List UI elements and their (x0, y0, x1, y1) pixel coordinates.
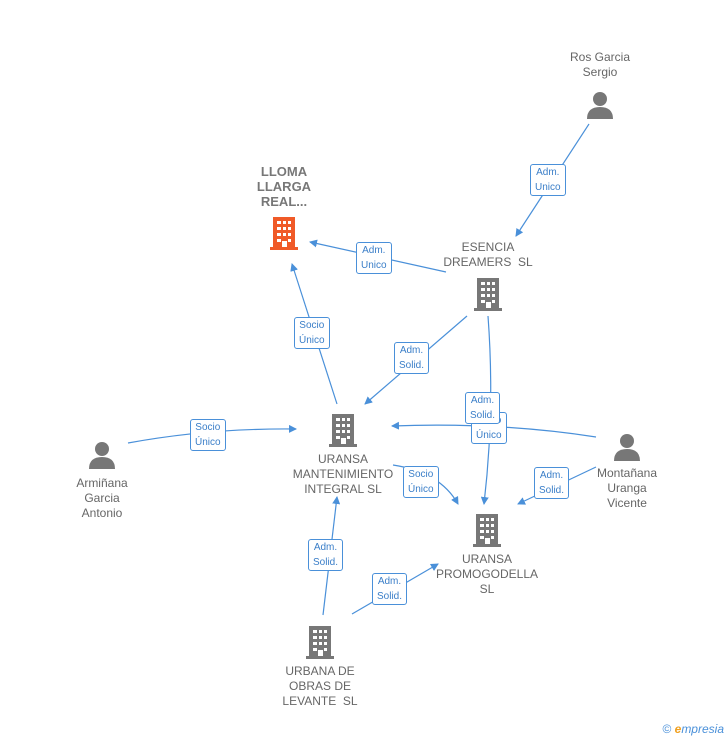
node-label-urbana: URBANA DE OBRAS DE LEVANTE SL (282, 664, 358, 708)
node-label-monta: Montañana Uranga Vicente (596, 466, 658, 510)
building-icon (306, 626, 334, 659)
node-label-esencia: ESENCIA DREAMERS SL (443, 240, 533, 269)
brand-logo-text: mpresia (681, 722, 724, 736)
person-icon (587, 92, 613, 119)
node-label-armi: Armiñana Garcia Antonio (76, 476, 128, 520)
edge-label-esencia-promo[interactable]: Adm. Solid. (465, 392, 501, 424)
node-label-lloma: LLOMA LLARGA REAL... (256, 164, 312, 209)
node-ros-garcia[interactable]: Ros Garcia Sergio (550, 50, 650, 120)
person-icon (614, 434, 640, 461)
building-icon (473, 514, 501, 547)
copyright-symbol: © (662, 722, 672, 736)
brand-logo-e: e (674, 722, 682, 736)
brand-footer[interactable]: © empresia (662, 722, 724, 736)
building-icon (474, 278, 502, 311)
edge-label-urbana-promo[interactable]: Adm. Solid. (372, 573, 408, 605)
node-label-uransa-promo: URANSA PROMOGODELLA SL (435, 552, 539, 596)
node-urbana-obras[interactable]: URBANA DE OBRAS DE LEVANTE SL (260, 624, 380, 709)
edge-label-mant-lloma[interactable]: Socio Único (294, 317, 330, 349)
edge-label-urbana-mant[interactable]: Adm. Solid. (308, 539, 344, 571)
node-uransa-promogodella[interactable]: URANSA PROMOGODELLA SL (427, 512, 547, 597)
building-icon (270, 217, 298, 250)
edge-label-mant-promo[interactable]: Socio Único (403, 466, 439, 498)
node-label-uransa-mant: URANSA MANTENIMIENTO INTEGRAL SL (292, 452, 394, 496)
edge-label-armi-mant[interactable]: Socio Único (190, 419, 226, 451)
node-montanana-uranga[interactable]: Montañana Uranga Vicente (577, 432, 677, 511)
node-lloma-llarga[interactable]: LLOMA LLARGA REAL... (234, 164, 334, 251)
edge-label-ros-esencia[interactable]: Adm. Unico (530, 164, 566, 196)
node-arminana-garcia[interactable]: Armiñana Garcia Antonio (52, 440, 152, 521)
building-icon (329, 414, 357, 447)
node-uransa-mantenimiento[interactable]: URANSA MANTENIMIENTO INTEGRAL SL (283, 412, 403, 497)
edge-label-monta-promo[interactable]: Adm. Solid. (534, 467, 570, 499)
node-label-ros: Ros Garcia Sergio (569, 50, 631, 79)
edge-label-esencia-mant[interactable]: Adm. Solid. (394, 342, 430, 374)
person-icon (89, 442, 115, 469)
edge-label-esencia-lloma[interactable]: Adm. Unico (356, 242, 392, 274)
node-esencia-dreamers[interactable]: ESENCIA DREAMERS SL (428, 240, 548, 312)
